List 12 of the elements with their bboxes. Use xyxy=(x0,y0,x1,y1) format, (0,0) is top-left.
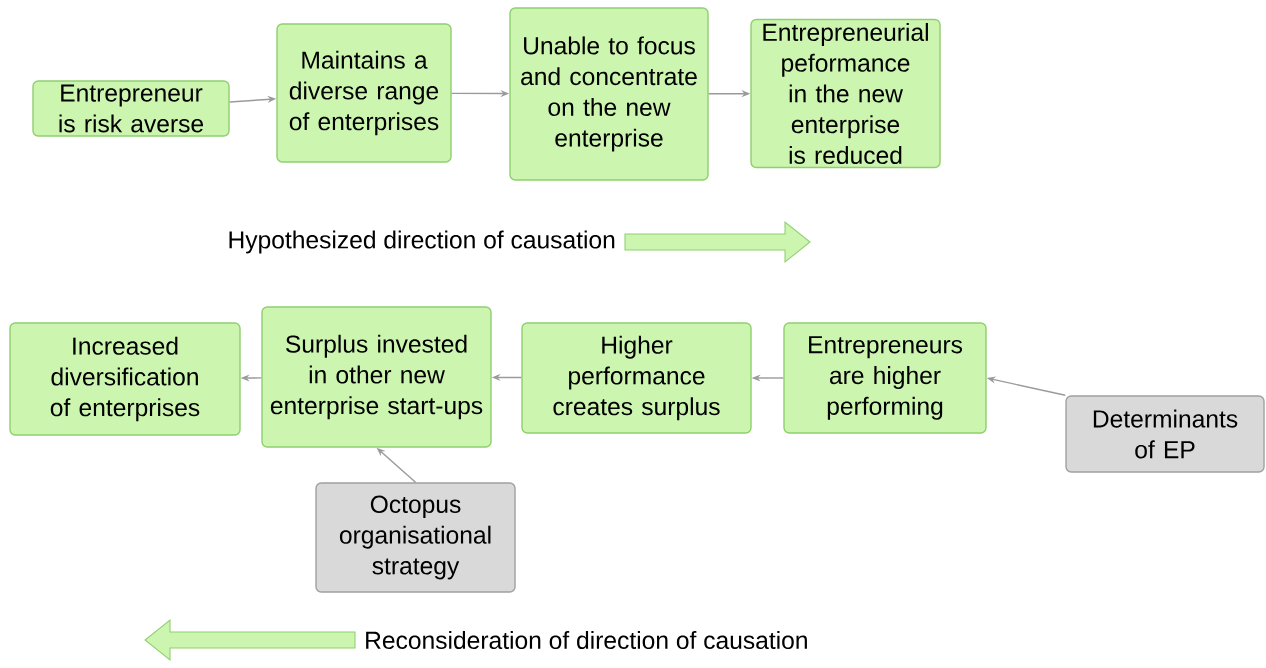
caption-text: Reconsideration of direction of causation xyxy=(366,630,807,650)
process-box: Surplus invested in other new enterprise start-ups xyxy=(261,306,492,448)
factor-box: Determinants of EP xyxy=(1065,395,1265,473)
process-box: Entrepreneurial peformance in the new enterprise is reduced xyxy=(750,18,941,169)
process-box: Entrepreneurs are higher performing xyxy=(783,322,987,434)
caption-text: Hypothesized direction of causation xyxy=(229,230,615,254)
process-box: Increased diversification of enterprises xyxy=(9,322,241,436)
process-box: Entrepreneur is risk averse xyxy=(32,80,230,137)
process-box: Higher performance creates surplus xyxy=(521,322,752,434)
factor-box: Octopus organisational strategy xyxy=(315,482,516,593)
process-box: Unable to focus and concentrate on the new enterprise xyxy=(509,7,709,181)
process-box: Maintains a diverse range of enterprises xyxy=(276,23,452,163)
